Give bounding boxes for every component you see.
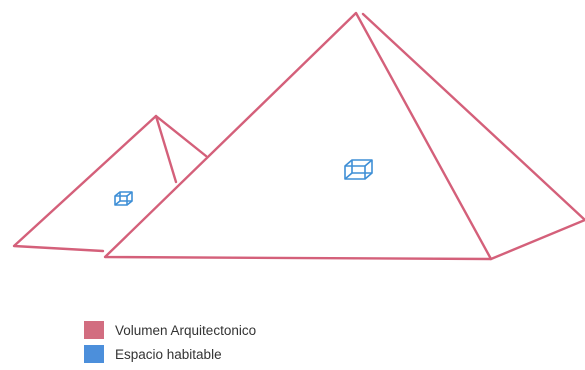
legend-label-volume: Volumen Arquitectonico bbox=[115, 323, 256, 338]
legend-label-habitable: Espacio habitable bbox=[115, 347, 222, 362]
volume-swatch bbox=[84, 321, 104, 339]
habitable-space bbox=[115, 160, 372, 205]
legend: Volumen Arquitectonico Espacio habitable bbox=[84, 320, 256, 368]
architectural-volume bbox=[14, 13, 585, 259]
legend-item-volume: Volumen Arquitectonico bbox=[84, 320, 256, 340]
large-pyramid-side-face bbox=[363, 14, 585, 259]
habitable-swatch bbox=[84, 345, 104, 363]
small-pyramid-outline bbox=[14, 116, 206, 251]
small-habitable-cube bbox=[115, 192, 132, 205]
small-pyramid-edge bbox=[156, 116, 176, 182]
legend-item-habitable: Espacio habitable bbox=[84, 344, 256, 364]
pyramid-diagram bbox=[0, 0, 585, 300]
large-habitable-cube bbox=[345, 160, 372, 179]
